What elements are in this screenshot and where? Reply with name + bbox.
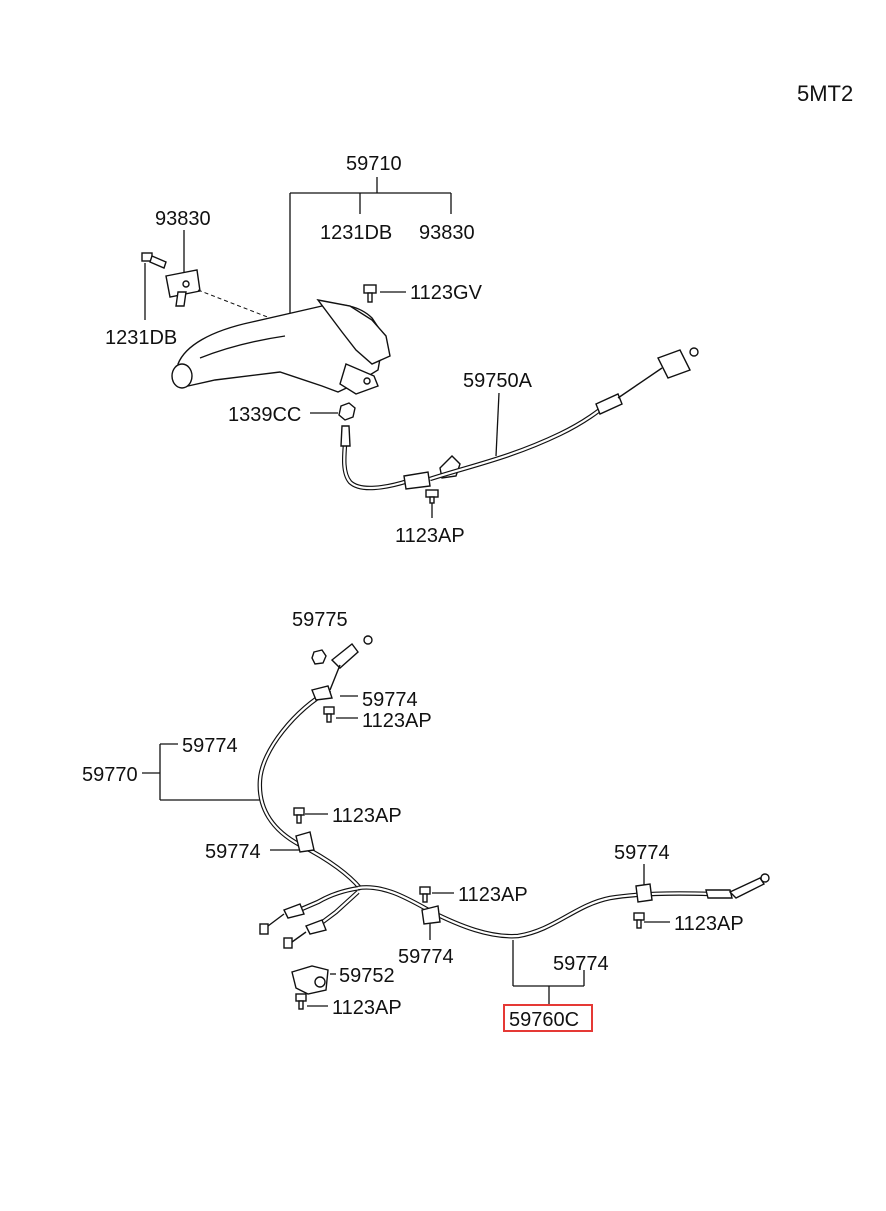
cable-59770-part <box>257 635 373 890</box>
model-code-label: 5MT2 <box>797 81 853 106</box>
label-1123ap-center: 1123AP <box>458 884 528 906</box>
bracket-93830-part <box>165 269 201 307</box>
bolt-1123ap-lower-4-part <box>633 912 645 929</box>
label-59775: 59775 <box>292 609 348 631</box>
label-1339cc: 1339CC <box>228 404 301 426</box>
bolt-1231db-part <box>141 252 167 269</box>
bolt-1123ap-lower-1-part <box>323 706 335 723</box>
label-59750a: 59750A <box>463 370 533 392</box>
label-1123ap-top: 1123AP <box>362 710 432 732</box>
label-59710: 59710 <box>346 153 402 175</box>
label-1123ap-bottom: 1123AP <box>332 997 402 1019</box>
brake-lever-assembly: 59710 93830 1231DB 93830 1231DB 1123GV 5… <box>105 153 699 547</box>
bolt-1123ap-lower-5-part <box>295 993 307 1010</box>
clip-59774-left-part <box>295 831 315 853</box>
label-59774-right-upper: 59774 <box>614 842 670 864</box>
label-1231db-left: 1231DB <box>105 327 177 349</box>
cable-59760c-part <box>357 873 770 939</box>
bolt-1123ap-lower-2-part <box>293 807 305 824</box>
rear-cable-assembly: 59775 59774 1123AP 59774 59770 1123AP 59… <box>82 609 770 1032</box>
nut-1339cc-part <box>338 402 356 421</box>
brake-lever-part <box>171 298 391 395</box>
label-59774-left-lower: 59774 <box>205 841 261 863</box>
label-93830-right: 93830 <box>419 222 475 244</box>
bolt-1123ap-upper-part <box>425 489 439 504</box>
label-1123ap-upper: 1123AP <box>395 525 465 547</box>
label-59774-left-upper: 59774 <box>182 735 238 757</box>
cable-59750a-part <box>340 347 699 491</box>
label-59770: 59770 <box>82 764 138 786</box>
label-59752: 59752 <box>339 965 395 987</box>
label-93830-left: 93830 <box>155 208 211 230</box>
label-59774-bottom: 59774 <box>553 953 609 975</box>
label-1231db-right: 1231DB <box>320 222 392 244</box>
label-59774-center: 59774 <box>398 946 454 968</box>
cable-rear-ends-part <box>259 885 361 949</box>
label-1123gv: 1123GV <box>410 282 483 304</box>
highlight-box-59760c <box>503 1004 593 1032</box>
bolt-1123gv-part <box>363 284 377 303</box>
label-1123ap-mid: 1123AP <box>332 805 402 827</box>
label-1123ap-right: 1123AP <box>674 913 744 935</box>
label-59774-top: 59774 <box>362 689 418 711</box>
label-59760c[interactable]: 59760C <box>509 1009 579 1031</box>
bracket-59752-part <box>291 965 329 995</box>
nut-59775-part <box>311 649 327 665</box>
bolt-1123ap-lower-3-part <box>419 886 431 903</box>
